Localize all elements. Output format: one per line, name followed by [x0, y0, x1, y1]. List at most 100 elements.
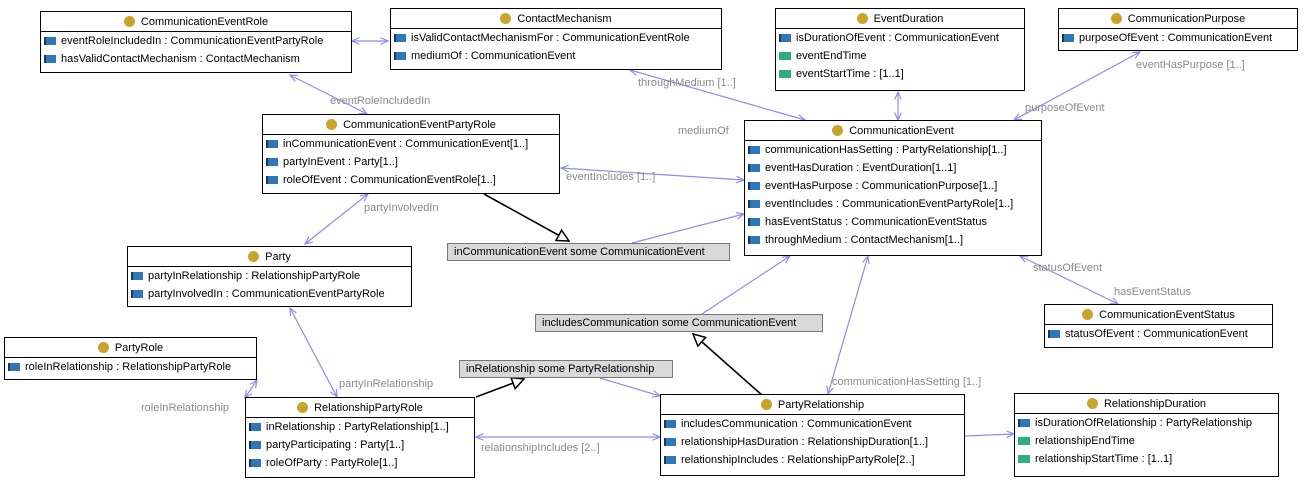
- property-row[interactable]: roleInRelationship : RelationshipPartyRo…: [5, 358, 256, 376]
- class-communication-purpose[interactable]: CommunicationPurpose purposeOfEvent : Co…: [1058, 8, 1298, 51]
- class-bullet-icon: [1110, 13, 1122, 24]
- data-property-icon: [779, 70, 791, 78]
- object-property-icon: [1018, 419, 1030, 427]
- class-bullet-icon: [832, 125, 844, 136]
- property-row[interactable]: includesCommunication : CommunicationEve…: [661, 415, 964, 433]
- object-property-icon: [664, 420, 676, 428]
- restriction-includes-communication[interactable]: includesCommunication some Communication…: [535, 314, 823, 332]
- object-property-icon: [664, 456, 676, 464]
- property-label: inCommunicationEvent : CommunicationEven…: [283, 138, 529, 150]
- property-label: relationshipHasDuration : RelationshipDu…: [681, 436, 929, 448]
- property-row[interactable]: mediumOf : CommunicationEvent: [391, 47, 721, 65]
- restriction-in-relationship[interactable]: inRelationship some PartyRelationship: [459, 360, 673, 378]
- property-row[interactable]: partyInEvent : Party[1..]: [263, 153, 559, 171]
- subclass-edge-partyrole: [483, 193, 569, 241]
- object-property-icon: [748, 182, 760, 190]
- object-property-icon: [1062, 34, 1074, 42]
- class-name: RelationshipDuration: [1103, 397, 1207, 410]
- property-row[interactable]: isValidContactMechanismFor : Communicati…: [391, 29, 721, 47]
- edge-contact-event: [630, 70, 805, 120]
- edge-restr1-event: [631, 214, 744, 244]
- property-row[interactable]: roleOfParty : PartyRole[1..]: [246, 454, 474, 472]
- property-label: relationshipIncludes : RelationshipParty…: [681, 454, 915, 466]
- property-row[interactable]: hasEventStatus : CommunicationEventStatu…: [745, 213, 1041, 231]
- class-name: PartyRelationship: [777, 398, 865, 411]
- property-row[interactable]: partyParticipating : Party[1..]: [246, 436, 474, 454]
- property-label: throughMedium : ContactMechanism[1..]: [765, 234, 964, 246]
- property-label: roleOfEvent : CommunicationEventRole[1..…: [283, 174, 496, 186]
- property-row[interactable]: eventEndTime: [776, 47, 1024, 65]
- object-property-icon: [266, 158, 278, 166]
- property-row[interactable]: isDurationOfEvent : CommunicationEvent: [776, 29, 1024, 47]
- class-party[interactable]: Party partyInRelationship : Relationship…: [127, 246, 412, 307]
- class-name: PartyRole: [114, 341, 164, 354]
- property-row[interactable]: isDurationOfRelationship : PartyRelation…: [1015, 414, 1278, 432]
- class-bullet-icon: [500, 13, 512, 24]
- object-property-icon: [394, 52, 406, 60]
- class-party-relationship[interactable]: PartyRelationship includesCommunication …: [660, 394, 965, 476]
- property-label: hasEventStatus : CommunicationEventStatu…: [765, 216, 987, 228]
- edge-event-partyrel: [828, 256, 868, 394]
- property-row[interactable]: hasValidContactMechanism : ContactMechan…: [41, 50, 351, 68]
- class-relationship-duration[interactable]: RelationshipDuration isDurationOfRelatio…: [1014, 393, 1279, 477]
- property-label: isDurationOfEvent : CommunicationEvent: [796, 32, 999, 44]
- property-row[interactable]: relationshipIncludes : RelationshipParty…: [661, 451, 964, 469]
- object-property-icon: [8, 363, 20, 371]
- edge-role-partyrole: [290, 75, 367, 114]
- property-row[interactable]: eventIncludes : CommunicationEventPartyR…: [745, 195, 1041, 213]
- property-label: eventIncludes : CommunicationEventPartyR…: [765, 198, 1014, 210]
- class-communication-event-status[interactable]: CommunicationEventStatus statusOfEvent :…: [1044, 304, 1273, 348]
- property-row[interactable]: communicationHasSetting : PartyRelations…: [745, 141, 1041, 159]
- subclass-edge-relrole: [475, 379, 524, 398]
- property-label: eventRoleIncludedIn : CommunicationEvent…: [61, 35, 324, 47]
- property-row[interactable]: partyInRelationship : RelationshipPartyR…: [128, 267, 411, 285]
- property-label: hasValidContactMechanism : ContactMechan…: [61, 53, 300, 65]
- class-event-duration[interactable]: EventDuration isDurationOfEvent : Commun…: [775, 8, 1025, 91]
- property-label: isDurationOfRelationship : PartyRelation…: [1035, 417, 1253, 429]
- property-row[interactable]: partyInvolvedIn : CommunicationEventPart…: [128, 285, 411, 303]
- property-row[interactable]: statusOfEvent : CommunicationEvent: [1045, 325, 1272, 343]
- object-property-icon: [131, 272, 143, 280]
- class-contact-mechanism[interactable]: ContactMechanism isValidContactMechanism…: [390, 8, 722, 70]
- class-name: ContactMechanism: [517, 12, 612, 25]
- property-row[interactable]: throughMedium : ContactMechanism[1..]: [745, 231, 1041, 249]
- property-row[interactable]: inCommunicationEvent : CommunicationEven…: [263, 135, 559, 153]
- edge-purpose-event: [1014, 52, 1140, 120]
- property-label: eventEndTime: [796, 50, 867, 62]
- class-party-role[interactable]: PartyRole roleInRelationship : Relations…: [4, 337, 257, 380]
- property-row[interactable]: eventRoleIncludedIn : CommunicationEvent…: [41, 32, 351, 50]
- edge-event-status: [1020, 256, 1118, 304]
- property-row[interactable]: inRelationship : PartyRelationship[1..]: [246, 418, 474, 436]
- class-communication-event[interactable]: CommunicationEvent communicationHasSetti…: [744, 120, 1042, 256]
- class-relationship-party-role[interactable]: RelationshipPartyRole inRelationship : P…: [245, 397, 475, 478]
- class-name: CommunicationPurpose: [1127, 12, 1246, 25]
- class-bullet-icon: [297, 402, 309, 413]
- data-property-icon: [779, 52, 791, 60]
- object-property-icon: [266, 176, 278, 184]
- restriction-in-communication-event[interactable]: inCommunicationEvent some CommunicationE…: [447, 243, 730, 261]
- class-bullet-icon: [248, 251, 260, 262]
- class-name: CommunicationEventStatus: [1099, 308, 1235, 321]
- property-row[interactable]: relationshipStartTime : [1..1]: [1015, 450, 1278, 468]
- property-row[interactable]: relationshipHasDuration : RelationshipDu…: [661, 433, 964, 451]
- property-row[interactable]: relationshipEndTime: [1015, 432, 1278, 450]
- class-communication-event-party-role[interactable]: CommunicationEventPartyRole inCommunicat…: [262, 114, 560, 194]
- edge-label-party-involved-in: partyInvolvedIn: [364, 202, 439, 214]
- property-label: eventHasDuration : EventDuration[1..1]: [765, 162, 957, 174]
- class-bullet-icon: [856, 13, 868, 24]
- property-row[interactable]: eventStartTime : [1..1]: [776, 65, 1024, 83]
- property-row[interactable]: eventHasDuration : EventDuration[1..1]: [745, 159, 1041, 177]
- property-label: partyInEvent : Party[1..]: [283, 156, 398, 168]
- class-name: RelationshipPartyRole: [314, 401, 423, 414]
- property-label: eventStartTime : [1..1]: [796, 68, 904, 80]
- property-row[interactable]: purposeOfEvent : CommunicationEvent: [1059, 29, 1297, 47]
- property-label: partyInvolvedIn : CommunicationEventPart…: [148, 288, 385, 300]
- property-label: roleOfParty : PartyRole[1..]: [266, 457, 398, 469]
- class-name: CommunicationEvent: [849, 124, 954, 137]
- edge-label-purpose-of-event: purposeOfEvent: [1025, 102, 1105, 114]
- class-communication-event-role[interactable]: CommunicationEventRole eventRoleIncluded…: [40, 11, 352, 73]
- property-row[interactable]: roleOfEvent : CommunicationEventRole[1..…: [263, 171, 559, 189]
- object-property-icon: [394, 34, 406, 42]
- data-property-icon: [1018, 455, 1030, 463]
- property-row[interactable]: eventHasPurpose : CommunicationPurpose[1…: [745, 177, 1041, 195]
